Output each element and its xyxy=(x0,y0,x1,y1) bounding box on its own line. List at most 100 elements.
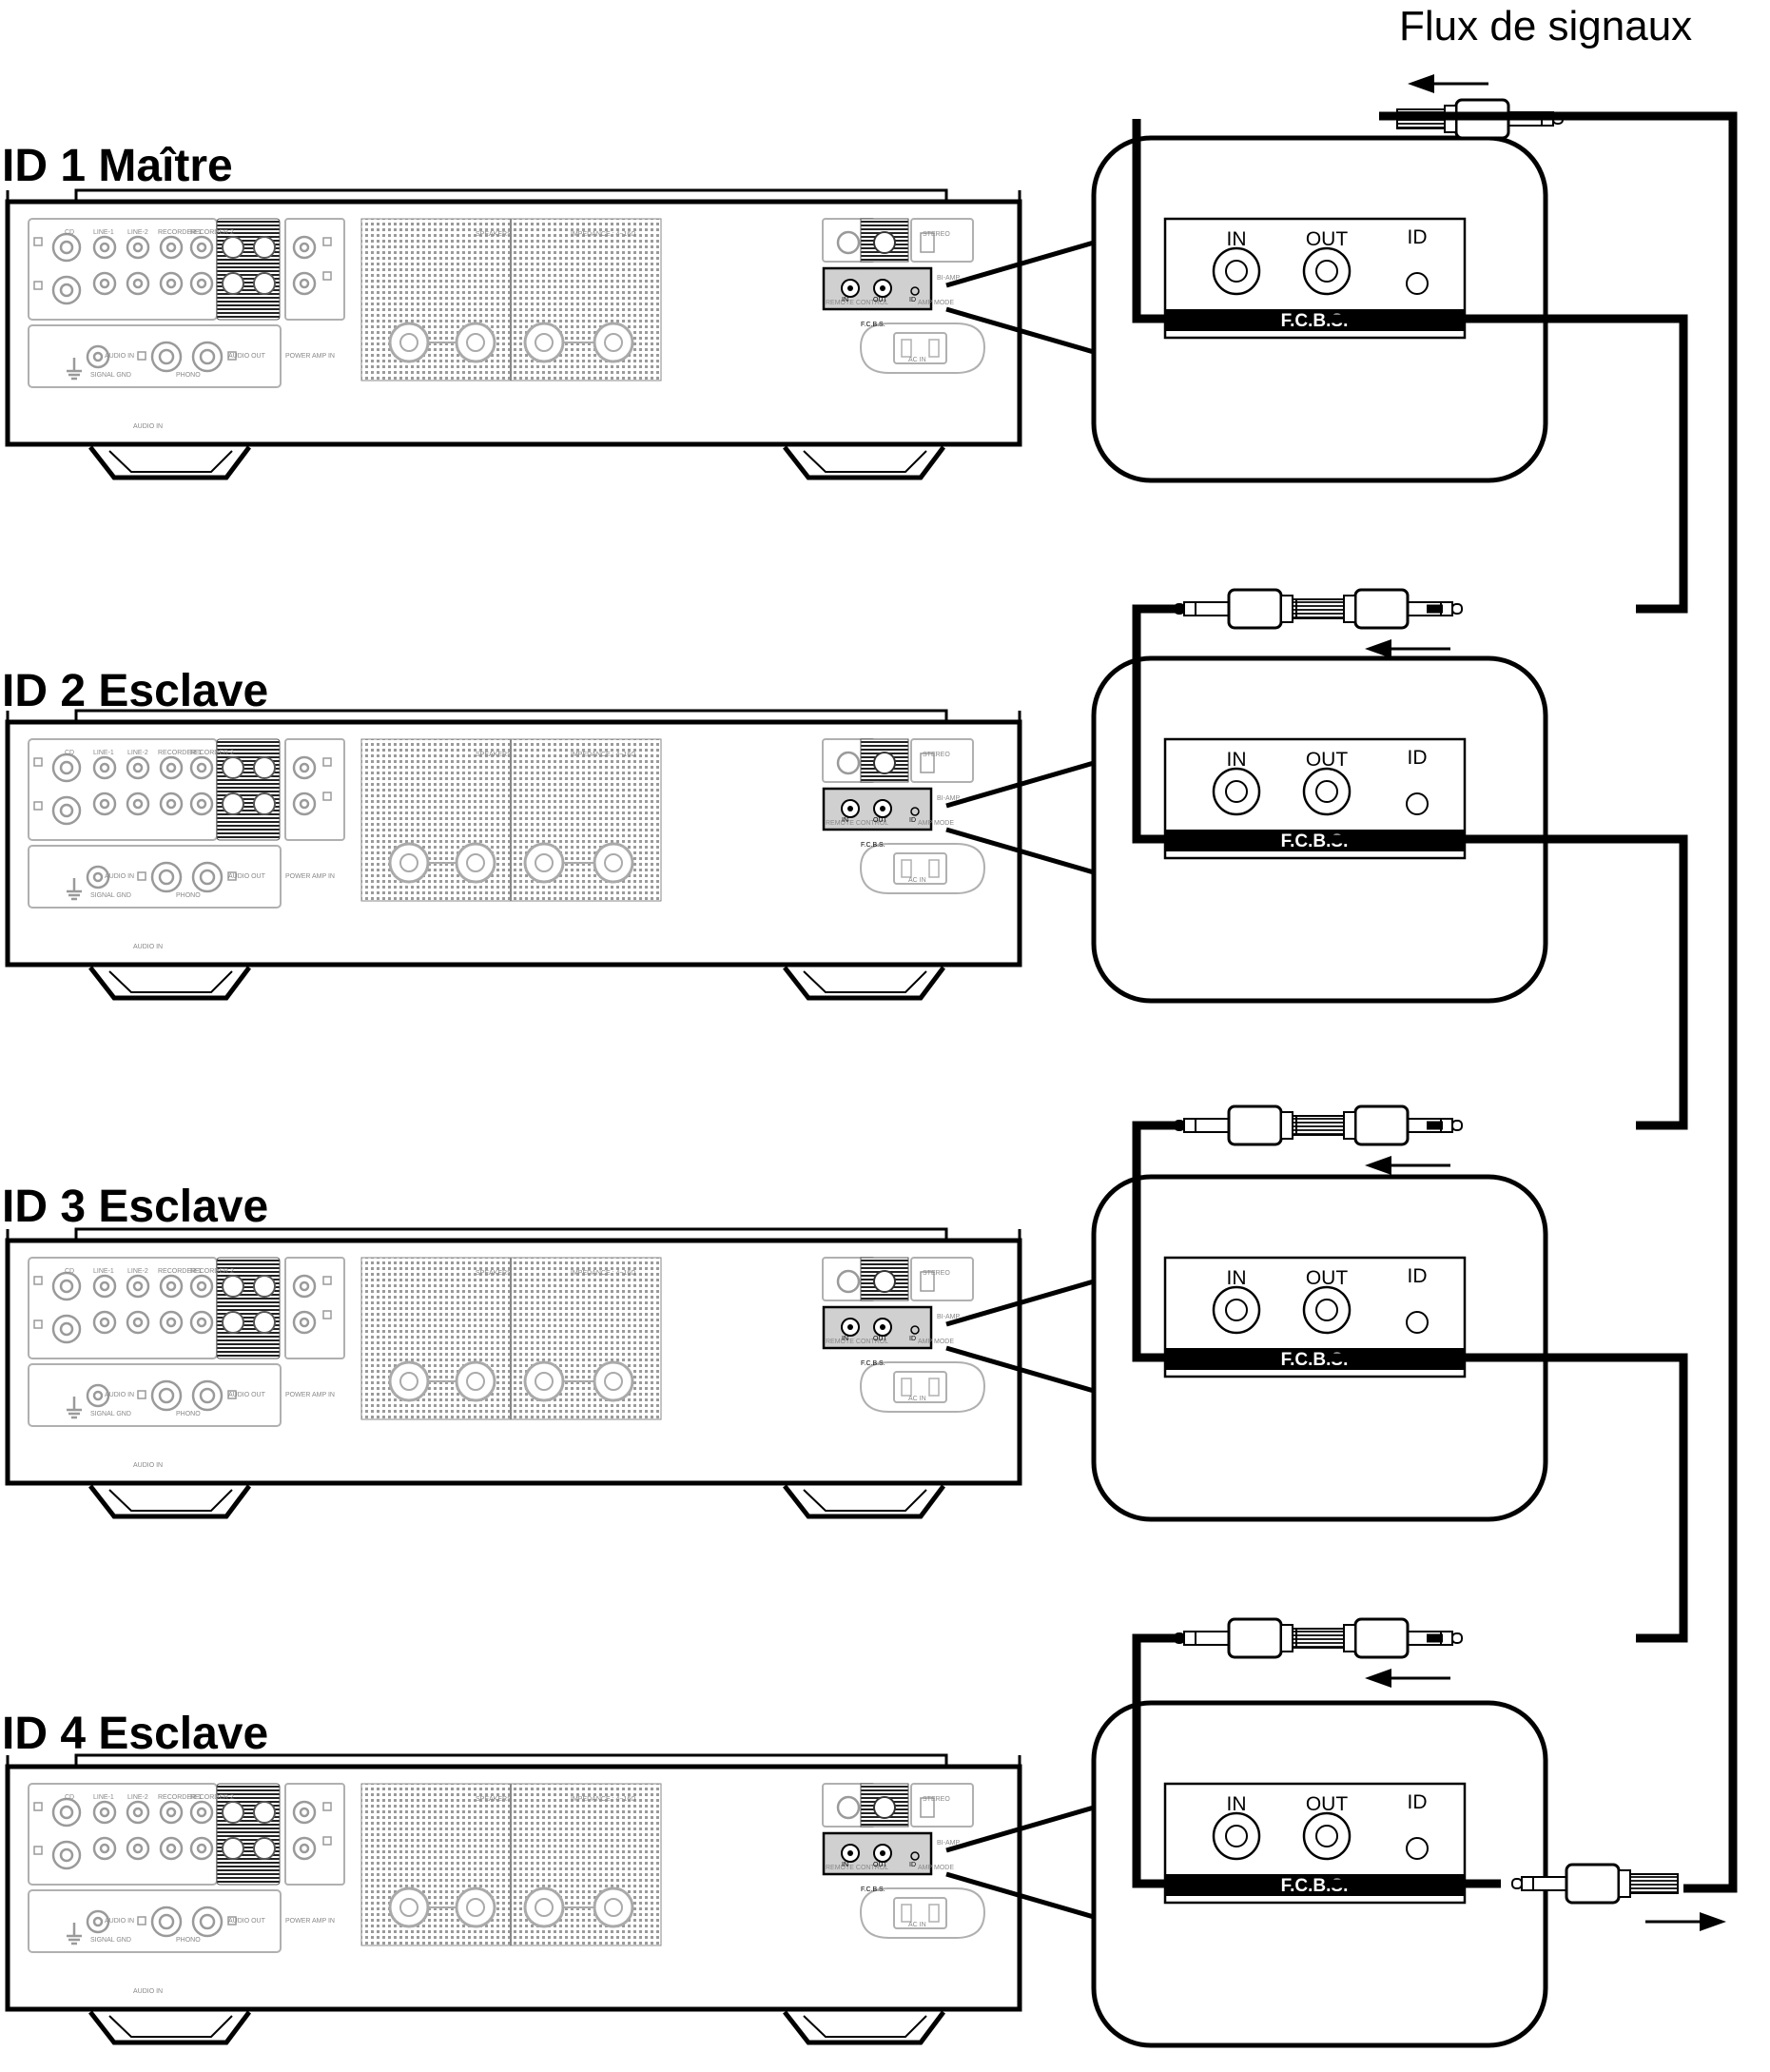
rear-label-remote_control: REMOTE CONTROL xyxy=(826,1865,888,1871)
rear-label-audio_in: AUDIO IN xyxy=(133,423,163,430)
rear-label-impedance: IMPEDANCE : 4~16Ω xyxy=(571,1796,635,1803)
flow-arrow-3-head xyxy=(1365,1669,1391,1688)
rear-label-in-small: IN xyxy=(842,297,848,303)
rear-label-phono: PHONO xyxy=(176,892,201,899)
cable-line xyxy=(1379,111,1738,1893)
rear-label-speakers: SPEAKERS xyxy=(476,1796,512,1803)
cable-line xyxy=(1132,604,1236,844)
rear-label-ac_in: AC IN xyxy=(908,1396,926,1402)
rear-label-cd: CD xyxy=(65,229,74,236)
rear-label-impedance: IMPEDANCE : 4~16Ω xyxy=(571,1270,635,1277)
rear-label-out-small: OUT xyxy=(873,817,888,824)
rear-label-impedance: IMPEDANCE : 4~16Ω xyxy=(571,231,635,238)
rear-label-fcbs-small: F.C.B.S. xyxy=(861,1360,885,1367)
rear-label-speakers: SPEAKERS xyxy=(476,752,512,758)
rear-label-bi_amp: BI-AMP xyxy=(937,795,960,802)
cable-line xyxy=(1327,314,1688,614)
rear-label-line1: LINE-1 xyxy=(93,1794,114,1801)
fcbs-zoom-callout xyxy=(946,658,1546,1001)
callout-id-label: ID xyxy=(1408,226,1428,248)
rear-label-recorder2: RECORDER 2 xyxy=(190,750,234,756)
rear-label-power_amp_in: POWER AMP IN xyxy=(285,353,335,360)
rear-label-phono: PHONO xyxy=(176,372,201,379)
rear-label-amp_mode: AMP MODE xyxy=(918,1865,954,1871)
rear-label-audio_in: AUDIO IN xyxy=(105,353,134,360)
rear-label-stereo: STEREO xyxy=(923,231,950,238)
rear-label-speakers: SPEAKERS xyxy=(476,231,512,238)
callout-id-label: ID xyxy=(1408,747,1428,769)
rear-label-signal_gnd: SIGNAL GND xyxy=(90,1937,131,1944)
rear-label-power_amp_in: POWER AMP IN xyxy=(285,1918,335,1925)
rear-label-audio_in: AUDIO IN xyxy=(105,1392,134,1398)
rear-label-remote_control: REMOTE CONTROL xyxy=(826,1339,888,1345)
rear-label-bi_amp: BI-AMP xyxy=(937,1840,960,1847)
rear-label-impedance: IMPEDANCE : 4~16Ω xyxy=(571,752,635,758)
rear-label-cd: CD xyxy=(65,1268,74,1275)
unit-label: ID 4 Esclave xyxy=(2,1709,268,1759)
rear-label-line2: LINE-2 xyxy=(127,229,148,236)
fcbs-zoom-callout xyxy=(946,138,1546,480)
callout-in-label: IN xyxy=(1227,228,1247,250)
rear-label-line1: LINE-1 xyxy=(93,229,114,236)
unit-label: ID 2 Esclave xyxy=(2,666,268,716)
rear-label-in-small: IN xyxy=(842,1336,848,1342)
callout-id-label: ID xyxy=(1408,1265,1428,1287)
rear-label-signal_gnd: SIGNAL GND xyxy=(90,892,131,899)
rear-label-out-small: OUT xyxy=(873,297,888,303)
rear-label-cd: CD xyxy=(65,1794,74,1801)
rear-label-recorder1: RECORDER 1 xyxy=(158,1268,202,1275)
rear-label-power_amp_in: POWER AMP IN xyxy=(285,1392,335,1398)
rear-label-id-small: ID xyxy=(909,297,916,303)
callout-id-label: ID xyxy=(1408,1791,1428,1813)
rear-label-out-small: OUT xyxy=(873,1336,888,1342)
rear-label-phono: PHONO xyxy=(176,1411,201,1417)
rear-label-recorder1: RECORDER 1 xyxy=(158,229,202,236)
rear-label-line2: LINE-2 xyxy=(127,1268,148,1275)
callout-out-label: OUT xyxy=(1306,1267,1349,1289)
rear-label-fcbs-small: F.C.B.S. xyxy=(861,1886,885,1893)
rear-label-bi_amp: BI-AMP xyxy=(937,1314,960,1320)
unit-label: ID 1 Maître xyxy=(2,141,233,191)
rear-label-recorder2: RECORDER 2 xyxy=(190,1268,234,1275)
rear-label-out-small: OUT xyxy=(873,1862,888,1868)
rear-label-audio_out: AUDIO OUT xyxy=(228,1918,266,1925)
rear-label-stereo: STEREO xyxy=(923,752,950,758)
cable-line xyxy=(1327,834,1688,1130)
rear-label-line2: LINE-2 xyxy=(127,1794,148,1801)
flow-arrow-1-head xyxy=(1365,639,1391,658)
rear-label-audio_out: AUDIO OUT xyxy=(228,873,266,880)
rear-label-recorder2: RECORDER 2 xyxy=(190,1794,234,1801)
rear-label-fcbs-small: F.C.B.S. xyxy=(861,322,885,328)
callout-out-label: OUT xyxy=(1306,1793,1349,1815)
rear-label-id-small: ID xyxy=(909,817,916,824)
flow-arrow-2-head xyxy=(1365,1156,1391,1175)
rear-label-in-small: IN xyxy=(842,817,848,824)
rear-label-cd: CD xyxy=(65,750,74,756)
callout-in-label: IN xyxy=(1227,1267,1247,1289)
rear-label-ac_in: AC IN xyxy=(908,357,926,363)
rear-label-audio_in: AUDIO IN xyxy=(105,873,134,880)
rear-label-audio_out: AUDIO OUT xyxy=(228,353,266,360)
rear-label-remote_control: REMOTE CONTROL xyxy=(826,300,888,306)
rear-label-recorder2: RECORDER 2 xyxy=(190,229,234,236)
cable-line xyxy=(1132,1121,1236,1362)
rear-label-amp_mode: AMP MODE xyxy=(918,300,954,306)
callout-out-label: OUT xyxy=(1306,749,1349,771)
rear-label-bi_amp: BI-AMP xyxy=(937,275,960,282)
rear-label-power_amp_in: POWER AMP IN xyxy=(285,873,335,880)
fcbs-zoom-callout xyxy=(946,1177,1546,1519)
rear-label-audio_out: AUDIO OUT xyxy=(228,1392,266,1398)
flow-arrow-bottom-head xyxy=(1700,1912,1726,1931)
rear-label-audio_in: AUDIO IN xyxy=(133,1988,163,1995)
callout-in-label: IN xyxy=(1227,749,1247,771)
callout-in-label: IN xyxy=(1227,1793,1247,1815)
rear-label-remote_control: REMOTE CONTROL xyxy=(826,820,888,827)
rear-label-ac_in: AC IN xyxy=(908,877,926,884)
rear-label-id-small: ID xyxy=(909,1336,916,1342)
signal-flow-label: Flux de signaux xyxy=(1399,3,1692,49)
rear-label-signal_gnd: SIGNAL GND xyxy=(90,372,131,379)
